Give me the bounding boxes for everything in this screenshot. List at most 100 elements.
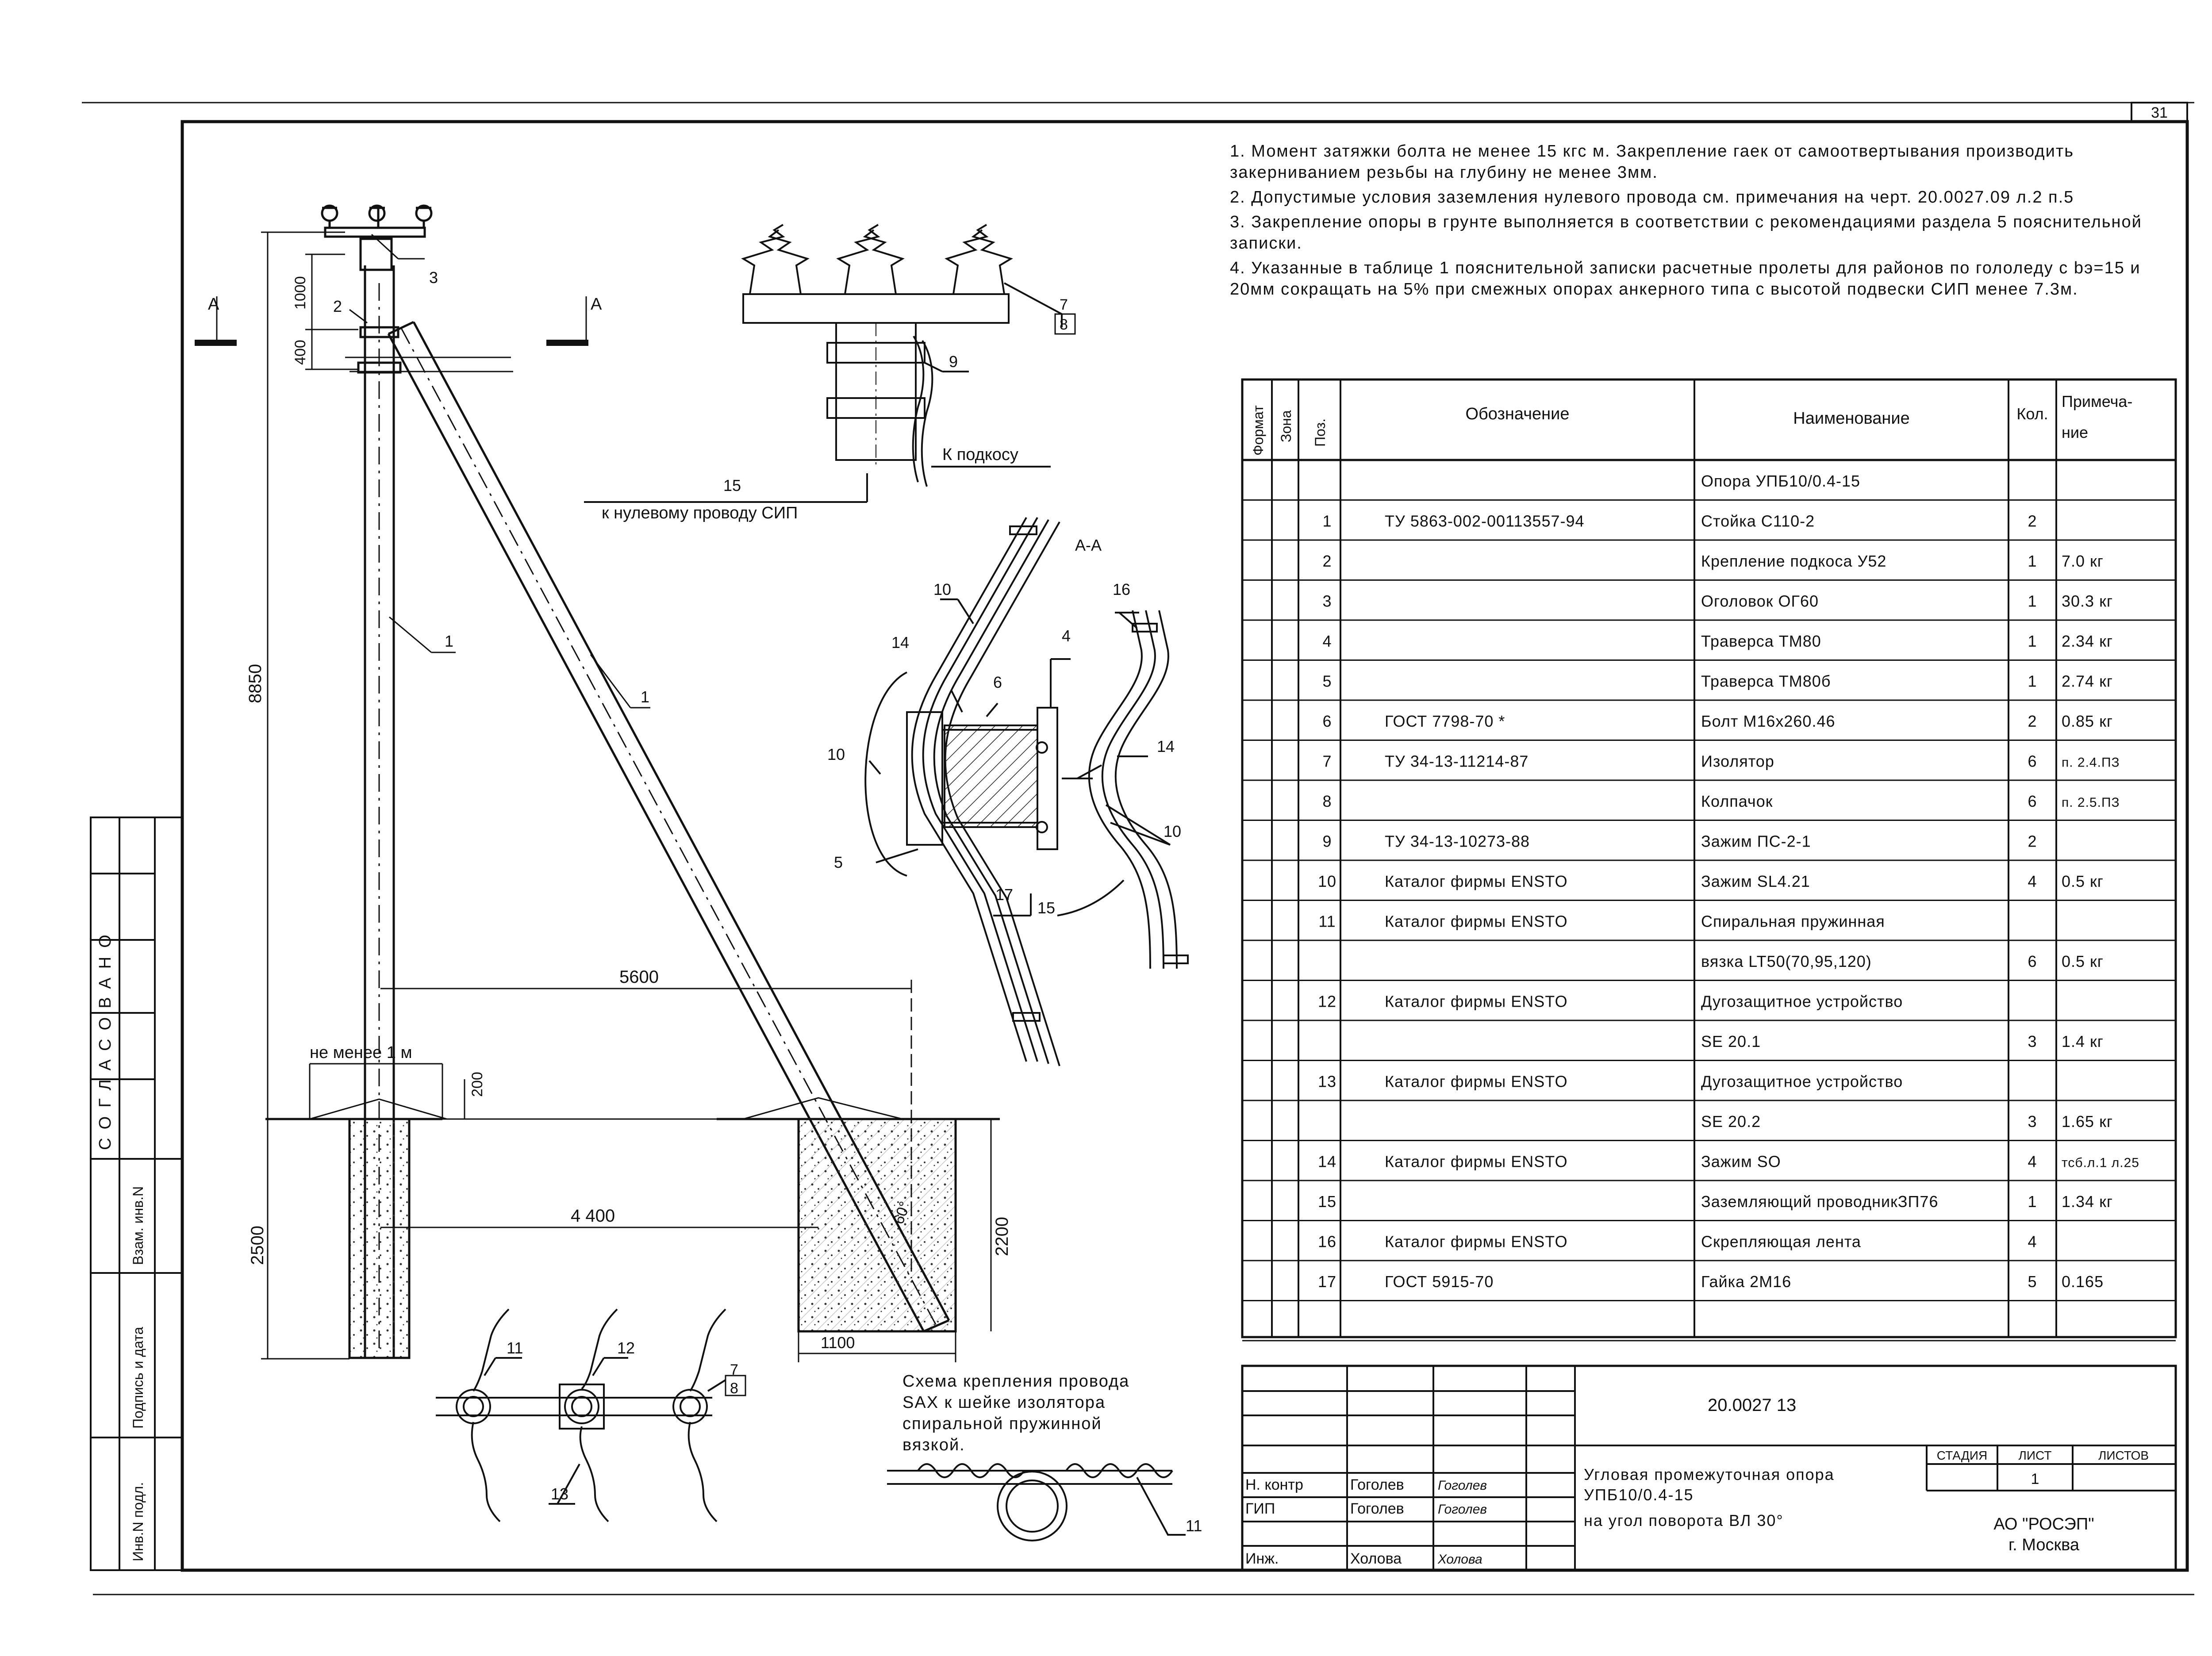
table-cell-name: Колпачок — [1701, 792, 1773, 810]
role-gip: ГИП — [1245, 1500, 1275, 1517]
pos-mark-7b: 7 — [730, 1361, 738, 1378]
dimension-lines — [261, 231, 992, 1362]
general-notes: 1. Момент затяжки болта не менее 15 кгс … — [1230, 141, 2177, 303]
table-cell-pos: 11 — [1318, 912, 1336, 931]
col-zone-header: Зона — [1278, 410, 1294, 442]
table-cell-note: 1.34 кг — [2062, 1192, 2113, 1211]
table-cell-name: Стойка С110-2 — [1701, 512, 1815, 530]
table-cell-name: Опора УПБ10/0.4-15 — [1701, 472, 1860, 490]
sheet-label: ЛИСТ — [2019, 1449, 2052, 1462]
col-pos-header: Поз. — [1312, 418, 1328, 447]
table-cell-pos: 4 — [1322, 632, 1332, 650]
table-cell-note: 30.3 кг — [2062, 592, 2113, 610]
table-cell-qty: 3 — [2028, 1112, 2037, 1131]
table-cell-designation: ТУ 34-13-10273-88 — [1385, 832, 1530, 851]
pos-mark-14a: 14 — [891, 633, 909, 652]
table-cell-note: тсб.л.1 л.25 — [2062, 1156, 2139, 1170]
pos-mark-10c: 10 — [1164, 822, 1181, 840]
table-cell-designation: ТУ 5863-002-00113557-94 — [1385, 512, 1585, 530]
insulator-top-view — [436, 1308, 746, 1522]
pos-mark-7a: 7 — [1060, 296, 1068, 313]
table-cell-pos: 15 — [1318, 1192, 1336, 1211]
col-designation-header: Обозначение — [1465, 405, 1569, 423]
role-nkontr: Н. контр — [1245, 1476, 1303, 1493]
pos-mark-8a: 8 — [1060, 316, 1068, 333]
section-marks — [195, 296, 588, 346]
pos-mark-9: 9 — [949, 353, 958, 371]
note-3: 3. Закрепление опоры в грунте выполняетс… — [1230, 213, 2142, 253]
dim-200: 200 — [469, 1072, 486, 1097]
role-nkontr-signature: Гоголев — [1438, 1478, 1487, 1493]
pos-mark-17: 17 — [995, 886, 1013, 904]
table-cell-designation: Каталог фирмы ENSTO — [1385, 1153, 1568, 1171]
note-4: 4. Указанные в таблице 1 пояснительной з… — [1230, 259, 2141, 299]
pos-mark-14b: 14 — [1157, 737, 1175, 755]
sheet-number: 31 — [2151, 104, 2168, 121]
pos-mark-4: 4 — [1062, 627, 1071, 645]
sax-caption-3: спиральной пружинной — [902, 1414, 1102, 1433]
table-cell-note: 0.85 кг — [2062, 712, 2113, 730]
org-line-2: г. Москва — [2008, 1536, 2080, 1554]
table-cell-pos: 17 — [1318, 1273, 1336, 1291]
table-cell-pos: 9 — [1322, 832, 1332, 851]
table-cell-note: п. 2.4.ПЗ — [2062, 755, 2120, 770]
pos-mark-5: 5 — [834, 853, 843, 871]
agreed-label: СОГЛАСОВАНО — [96, 926, 115, 1150]
table-cell-name: Дугозащитное устройство — [1701, 1073, 1903, 1091]
table-cell-note: 2.74 кг — [2062, 672, 2113, 690]
table-cell-pos: 3 — [1322, 592, 1332, 610]
table-cell-note: 2.34 кг — [2062, 632, 2113, 650]
col-note-header-1: Примеча- — [2062, 392, 2132, 410]
table-cell-name: Заземляющий проводникЗП76 — [1701, 1192, 1938, 1211]
table-cell-qty: 2 — [2028, 712, 2037, 730]
role-nkontr-name: Гоголев — [1350, 1476, 1404, 1493]
spec-table-rows: Опора УПБ10/0.4-15 1 ТУ 5863-002-00113557-… — [1242, 472, 2176, 1342]
col-name-header: Наименование — [1793, 409, 1909, 428]
table-cell-qty: 1 — [2028, 592, 2037, 610]
table-cell-name: SE 20.1 — [1701, 1032, 1761, 1050]
pos-mark-13: 13 — [551, 1485, 568, 1503]
table-cell-qty: 1 — [2028, 1192, 2037, 1211]
table-cell-pos: 10 — [1318, 872, 1336, 890]
table-cell-name: Крепление подкоса У52 — [1701, 552, 1886, 570]
spec-table-grid — [1241, 378, 2177, 1338]
title-line-2: УПБ10/0.4-15 — [1584, 1486, 1694, 1504]
table-cell-designation: Каталог фирмы ENSTO — [1385, 1073, 1568, 1091]
dim-400: 400 — [292, 340, 309, 365]
table-cell-qty: 1 — [2028, 552, 2037, 570]
table-cell-name: Оголовок ОГ60 — [1701, 592, 1819, 610]
pos-mark-6: 6 — [993, 673, 1002, 691]
table-cell-designation: Каталог фирмы ENSTO — [1385, 872, 1568, 890]
dim-1100: 1100 — [821, 1334, 855, 1352]
section-mark-right: А — [591, 295, 602, 314]
dim-15: 15 — [723, 476, 741, 494]
table-cell-note: 0.5 кг — [2062, 872, 2104, 890]
pos-mark-11a: 11 — [507, 1339, 523, 1357]
table-cell-name: Зажим SL4.21 — [1701, 872, 1810, 890]
section-mark-left: А — [208, 295, 219, 314]
table-cell-qty: 1 — [2028, 672, 2037, 690]
table-cell-designation: Каталог фирмы ENSTO — [1385, 912, 1568, 931]
vzam-label: Взам. инв.N — [130, 1186, 146, 1265]
note-1: 1. Момент затяжки болта не менее 15 кгс … — [1230, 142, 2074, 182]
table-cell-qty: 3 — [2028, 1032, 2037, 1050]
col-qty-header: Кол. — [2016, 405, 2048, 423]
table-cell-pos: 6 — [1322, 712, 1332, 730]
table-cell-note: 0.165 — [2062, 1273, 2104, 1291]
inv-label: Инв.N подл. — [130, 1482, 146, 1561]
title-block-grid — [1241, 1365, 2177, 1572]
sheets-label: ЛИСТОВ — [2098, 1449, 2149, 1462]
table-cell-designation: Каталог фирмы ENSTO — [1385, 1233, 1568, 1251]
table-cell-name: вязка LT50(70,95,120) — [1701, 952, 1872, 970]
table-cell-qty: 6 — [2028, 952, 2037, 970]
table-cell-note: 0.5 кг — [2062, 952, 2104, 970]
table-cell-name: Зажим ПС-2-1 — [1701, 832, 1811, 851]
table-cell-name: Дугозащитное устройство — [1701, 993, 1903, 1011]
pos-mark-8b: 8 — [730, 1380, 738, 1397]
section-a-a — [864, 517, 1189, 1066]
dim-5600: 5600 — [619, 967, 659, 987]
label-k-nulevomu: к нулевому проводу СИП — [602, 504, 798, 522]
dim-8850: 8850 — [246, 664, 265, 703]
dim-not-less: не менее 1 м — [310, 1043, 412, 1062]
